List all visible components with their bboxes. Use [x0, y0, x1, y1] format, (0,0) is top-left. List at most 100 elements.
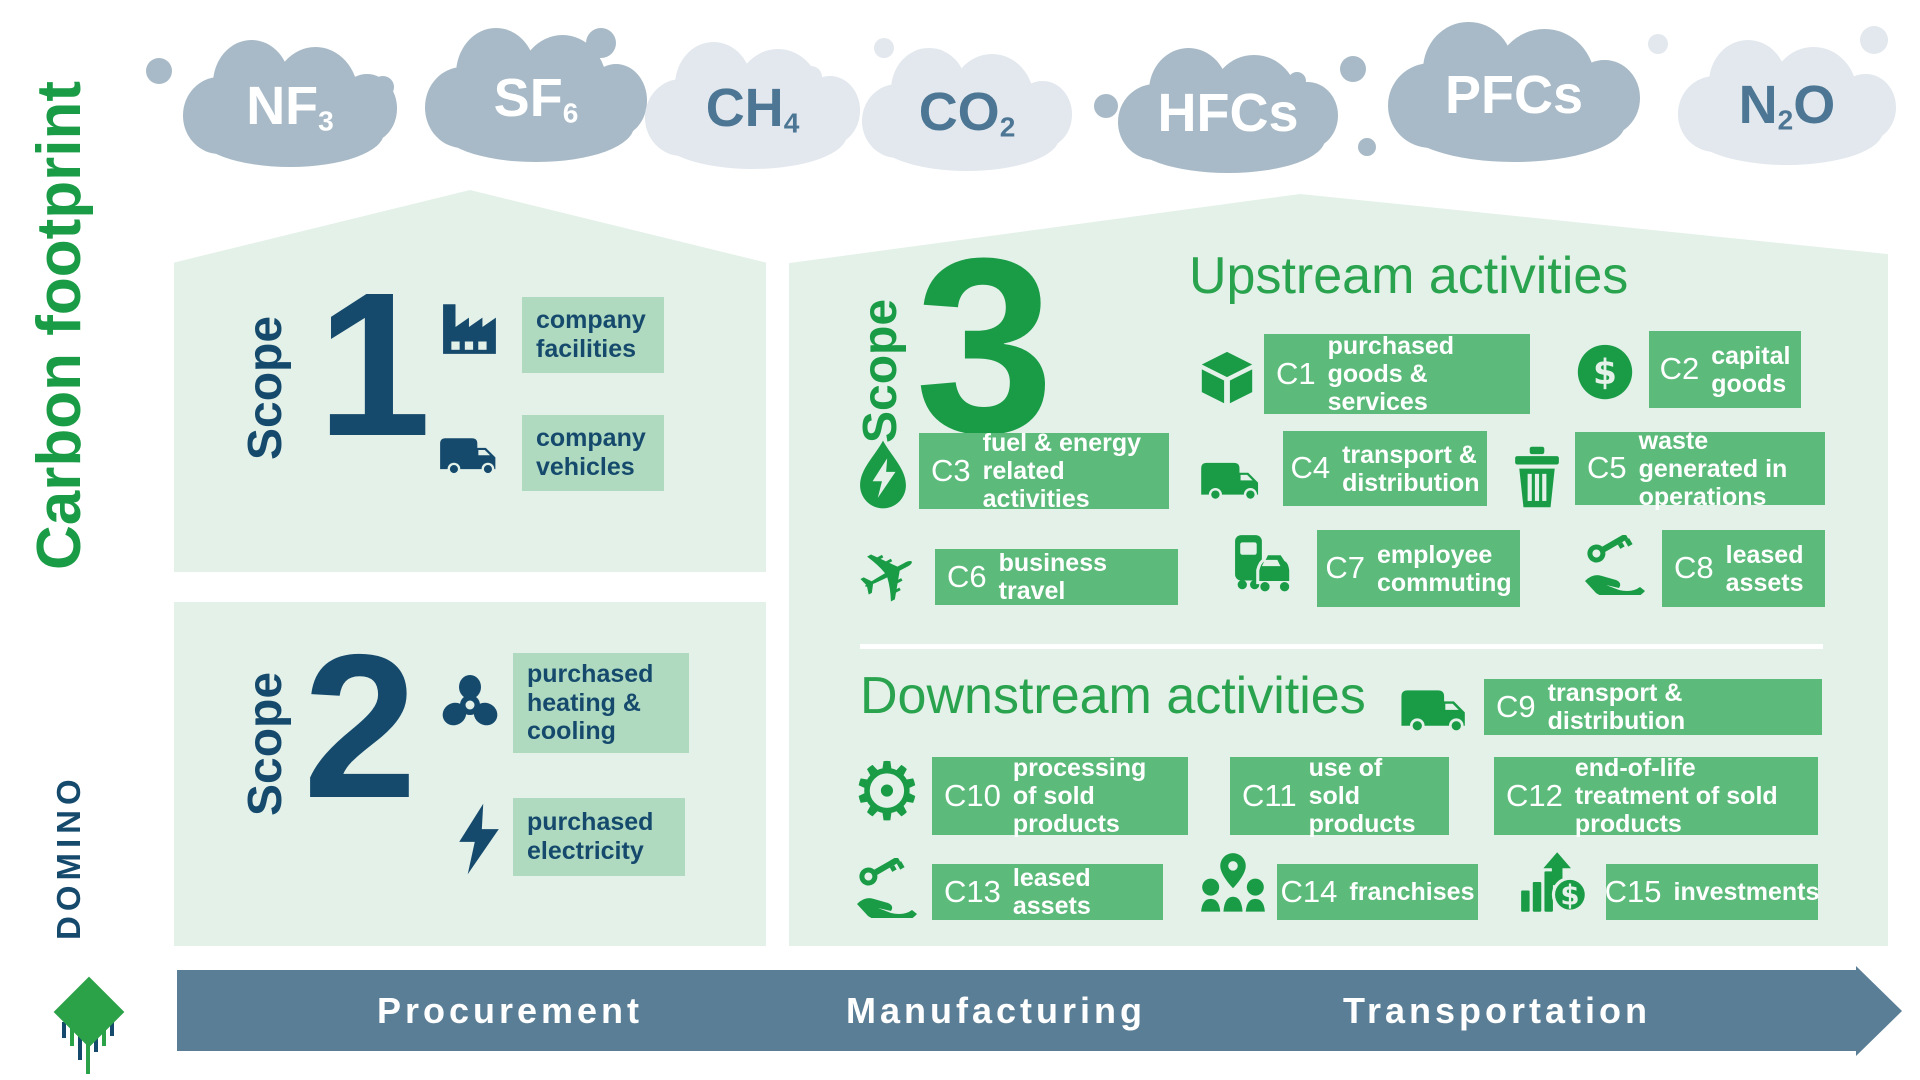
- franchise-pins-icon: [1199, 852, 1267, 918]
- scope3-item-c13: C13 leased assets: [932, 864, 1163, 920]
- item-label: fuel & energy related activities: [982, 429, 1142, 513]
- item-label: processing of sold products: [1012, 754, 1147, 838]
- cloud-dot: [372, 76, 394, 98]
- box-icon: [1196, 347, 1258, 411]
- cloud-dot: [1648, 34, 1668, 54]
- item-label: transport & distribution: [1342, 440, 1480, 497]
- item-code: C9: [1496, 688, 1536, 724]
- energy-drop-icon: [858, 438, 908, 512]
- stage-procurement: Procurement: [376, 989, 644, 1031]
- scope2-item-label: purchased heating & cooling: [527, 659, 654, 746]
- scope3-number: 3: [915, 206, 1055, 485]
- cloud-dot: [1094, 94, 1118, 118]
- item-label: end-of-life treatment of sold products: [1574, 754, 1778, 838]
- scope3-item-c15: C15 investments: [1604, 864, 1820, 920]
- scope1-item-facilities: company facilities: [522, 297, 664, 373]
- cloud-puff: [874, 104, 1060, 171]
- item-code: C6: [947, 558, 987, 594]
- scope3-item-c7: C7 employee commuting: [1317, 530, 1520, 607]
- cloud-puff: [195, 98, 385, 167]
- stage-manufacturing: Manufacturing: [846, 989, 1146, 1031]
- cloud-puff: [438, 89, 634, 163]
- scope2-word: Scope: [239, 671, 292, 816]
- item-code: C12: [1506, 777, 1563, 813]
- cloud-puff: [1403, 86, 1625, 163]
- cloud-dot: [586, 28, 616, 58]
- gas-label: PFCs: [1444, 65, 1584, 125]
- item-code: C2: [1659, 351, 1700, 387]
- item-code: C11: [1242, 777, 1297, 813]
- scope3-item-c2: C2 capital goods: [1649, 331, 1801, 408]
- scope1-word: Scope: [239, 315, 292, 460]
- cloud-hfcs: HFCs: [1118, 48, 1338, 178]
- scope3-item-c10: C10 processing of sold products: [932, 754, 1188, 838]
- item-code: C14: [1280, 873, 1338, 909]
- factory-icon: [436, 298, 504, 356]
- cloud-dot: [1860, 26, 1888, 54]
- arrow-head: [1856, 966, 1902, 1056]
- cloud-dot: [1358, 138, 1376, 156]
- fan-icon: [438, 673, 502, 737]
- cloud-puff: [1691, 97, 1883, 165]
- scope2-item-label: purchased electricity: [527, 808, 654, 865]
- cloud-dot: [1288, 72, 1306, 90]
- scope2-panel: Scope 2 purchased heating & cooling purc…: [174, 602, 766, 946]
- scope3-item-c9: C9 transport & distribution: [1484, 679, 1822, 735]
- scope2-item-heating: purchased heating & cooling: [513, 653, 689, 753]
- item-code: C1: [1276, 355, 1316, 391]
- item-code: C10: [944, 777, 1001, 813]
- item-label: leased assets: [1012, 864, 1091, 920]
- scope1-item-label: company vehicles: [536, 424, 646, 481]
- gas-label: HFCs: [1157, 83, 1299, 143]
- item-code: C7: [1325, 550, 1365, 586]
- investment-chart-icon: $: [1519, 850, 1589, 914]
- item-label: franchises: [1349, 878, 1475, 906]
- cloud-pfcs: PFCs: [1388, 22, 1640, 168]
- item-code: C3: [931, 452, 971, 488]
- page-title: Carbon footprint: [25, 80, 94, 570]
- item-label: transport & distribution: [1547, 679, 1686, 735]
- downstream-title: Downstream activities: [860, 667, 1366, 725]
- item-code: C15: [1604, 873, 1662, 909]
- svg-text:$: $: [1593, 353, 1617, 393]
- upstream-title: Upstream activities: [1189, 247, 1629, 305]
- upstream-downstream-divider: [860, 644, 1823, 649]
- scope1-item-vehicles: company vehicles: [522, 415, 664, 491]
- cloud-puff: [657, 100, 848, 169]
- item-label: business travel: [998, 549, 1108, 605]
- hand-key-icon: [855, 858, 919, 918]
- item-code: C4: [1290, 450, 1331, 486]
- scope1-number: 1: [317, 250, 432, 479]
- cloud-puff: [1131, 105, 1325, 173]
- bus-car-icon: [1233, 532, 1299, 596]
- truck-icon: [438, 426, 506, 476]
- airplane-icon: ✈: [841, 523, 937, 629]
- gear-icon: ⚙: [851, 745, 923, 838]
- value-chain-banner: Procurement Manufacturing Transportation: [177, 966, 1902, 1056]
- cloud-dot: [146, 58, 172, 84]
- item-label: waste generated in operations: [1638, 426, 1788, 511]
- scope1-panel: Scope 1 company facilities company vehic…: [174, 190, 766, 572]
- item-label: employee commuting: [1376, 540, 1512, 597]
- scope2-number: 2: [303, 612, 418, 841]
- scope2-item-electricity: purchased electricity: [513, 798, 685, 876]
- item-label: capital goods: [1711, 341, 1791, 398]
- logo-drip: [110, 1020, 114, 1036]
- item-label: use of sold products: [1308, 754, 1416, 838]
- item-code: C13: [944, 873, 1001, 909]
- item-label: investments: [1673, 878, 1820, 906]
- lightning-icon: [455, 799, 503, 879]
- hand-key-icon: [1583, 535, 1647, 595]
